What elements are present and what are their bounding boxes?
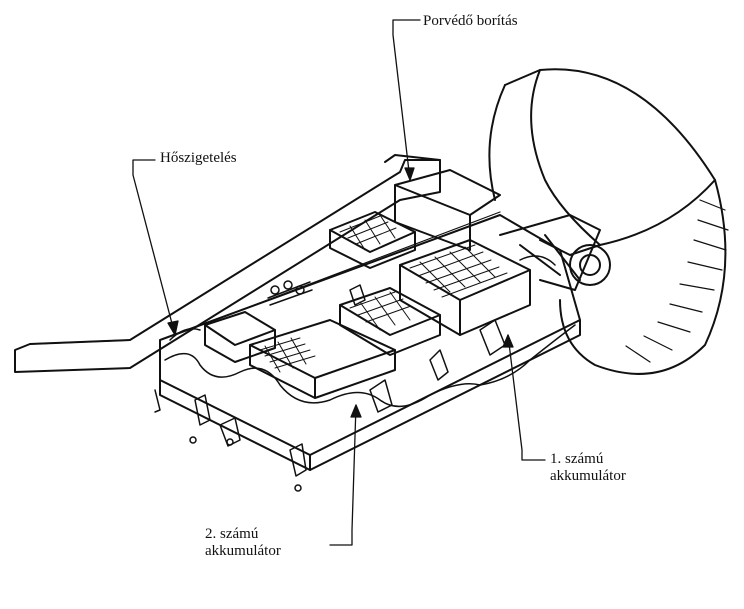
- top-cell-box: [329, 211, 416, 269]
- leader-battery-1: [502, 334, 546, 461]
- heat-insulation-wrap: [164, 255, 576, 408]
- battery-1-block: [399, 239, 531, 336]
- battery-2-block: [249, 319, 396, 399]
- middle-cell-group: [339, 287, 441, 356]
- heat-insulation-label: Hőszigetelés: [160, 150, 237, 166]
- small-module: [204, 311, 276, 363]
- dust-cover-box: [394, 169, 501, 251]
- antenna-mount-struts: [499, 214, 611, 291]
- leader-dust-cover: [392, 19, 421, 181]
- leader-heat-insulation: [132, 159, 179, 336]
- battery-1-cells: [409, 244, 508, 298]
- leader-battery-2: [329, 404, 362, 546]
- battery-2-label-line2: akkumulátor: [205, 543, 281, 559]
- chassis-beam: [14, 154, 441, 373]
- battery-1-label-line1: 1. számú: [550, 451, 604, 467]
- battery-1-label-line2: akkumulátor: [550, 468, 626, 484]
- battery-2-cells: [259, 337, 316, 373]
- connector-area: [267, 280, 366, 306]
- battery-2-label-line1: 2. számú: [205, 526, 259, 542]
- dust-cover-label: Porvédő borítás: [423, 13, 518, 29]
- top-cells: [339, 214, 397, 251]
- middle-cells: [349, 291, 412, 331]
- battery-tray: [159, 211, 581, 471]
- antenna-radial-slats: [625, 199, 729, 363]
- antenna-dish: [488, 68, 727, 375]
- battery-1-label: 1. számú akkumulátor: [550, 451, 626, 485]
- mounting-brackets: [154, 319, 506, 492]
- battery-2-label: 2. számú akkumulátor: [205, 526, 281, 560]
